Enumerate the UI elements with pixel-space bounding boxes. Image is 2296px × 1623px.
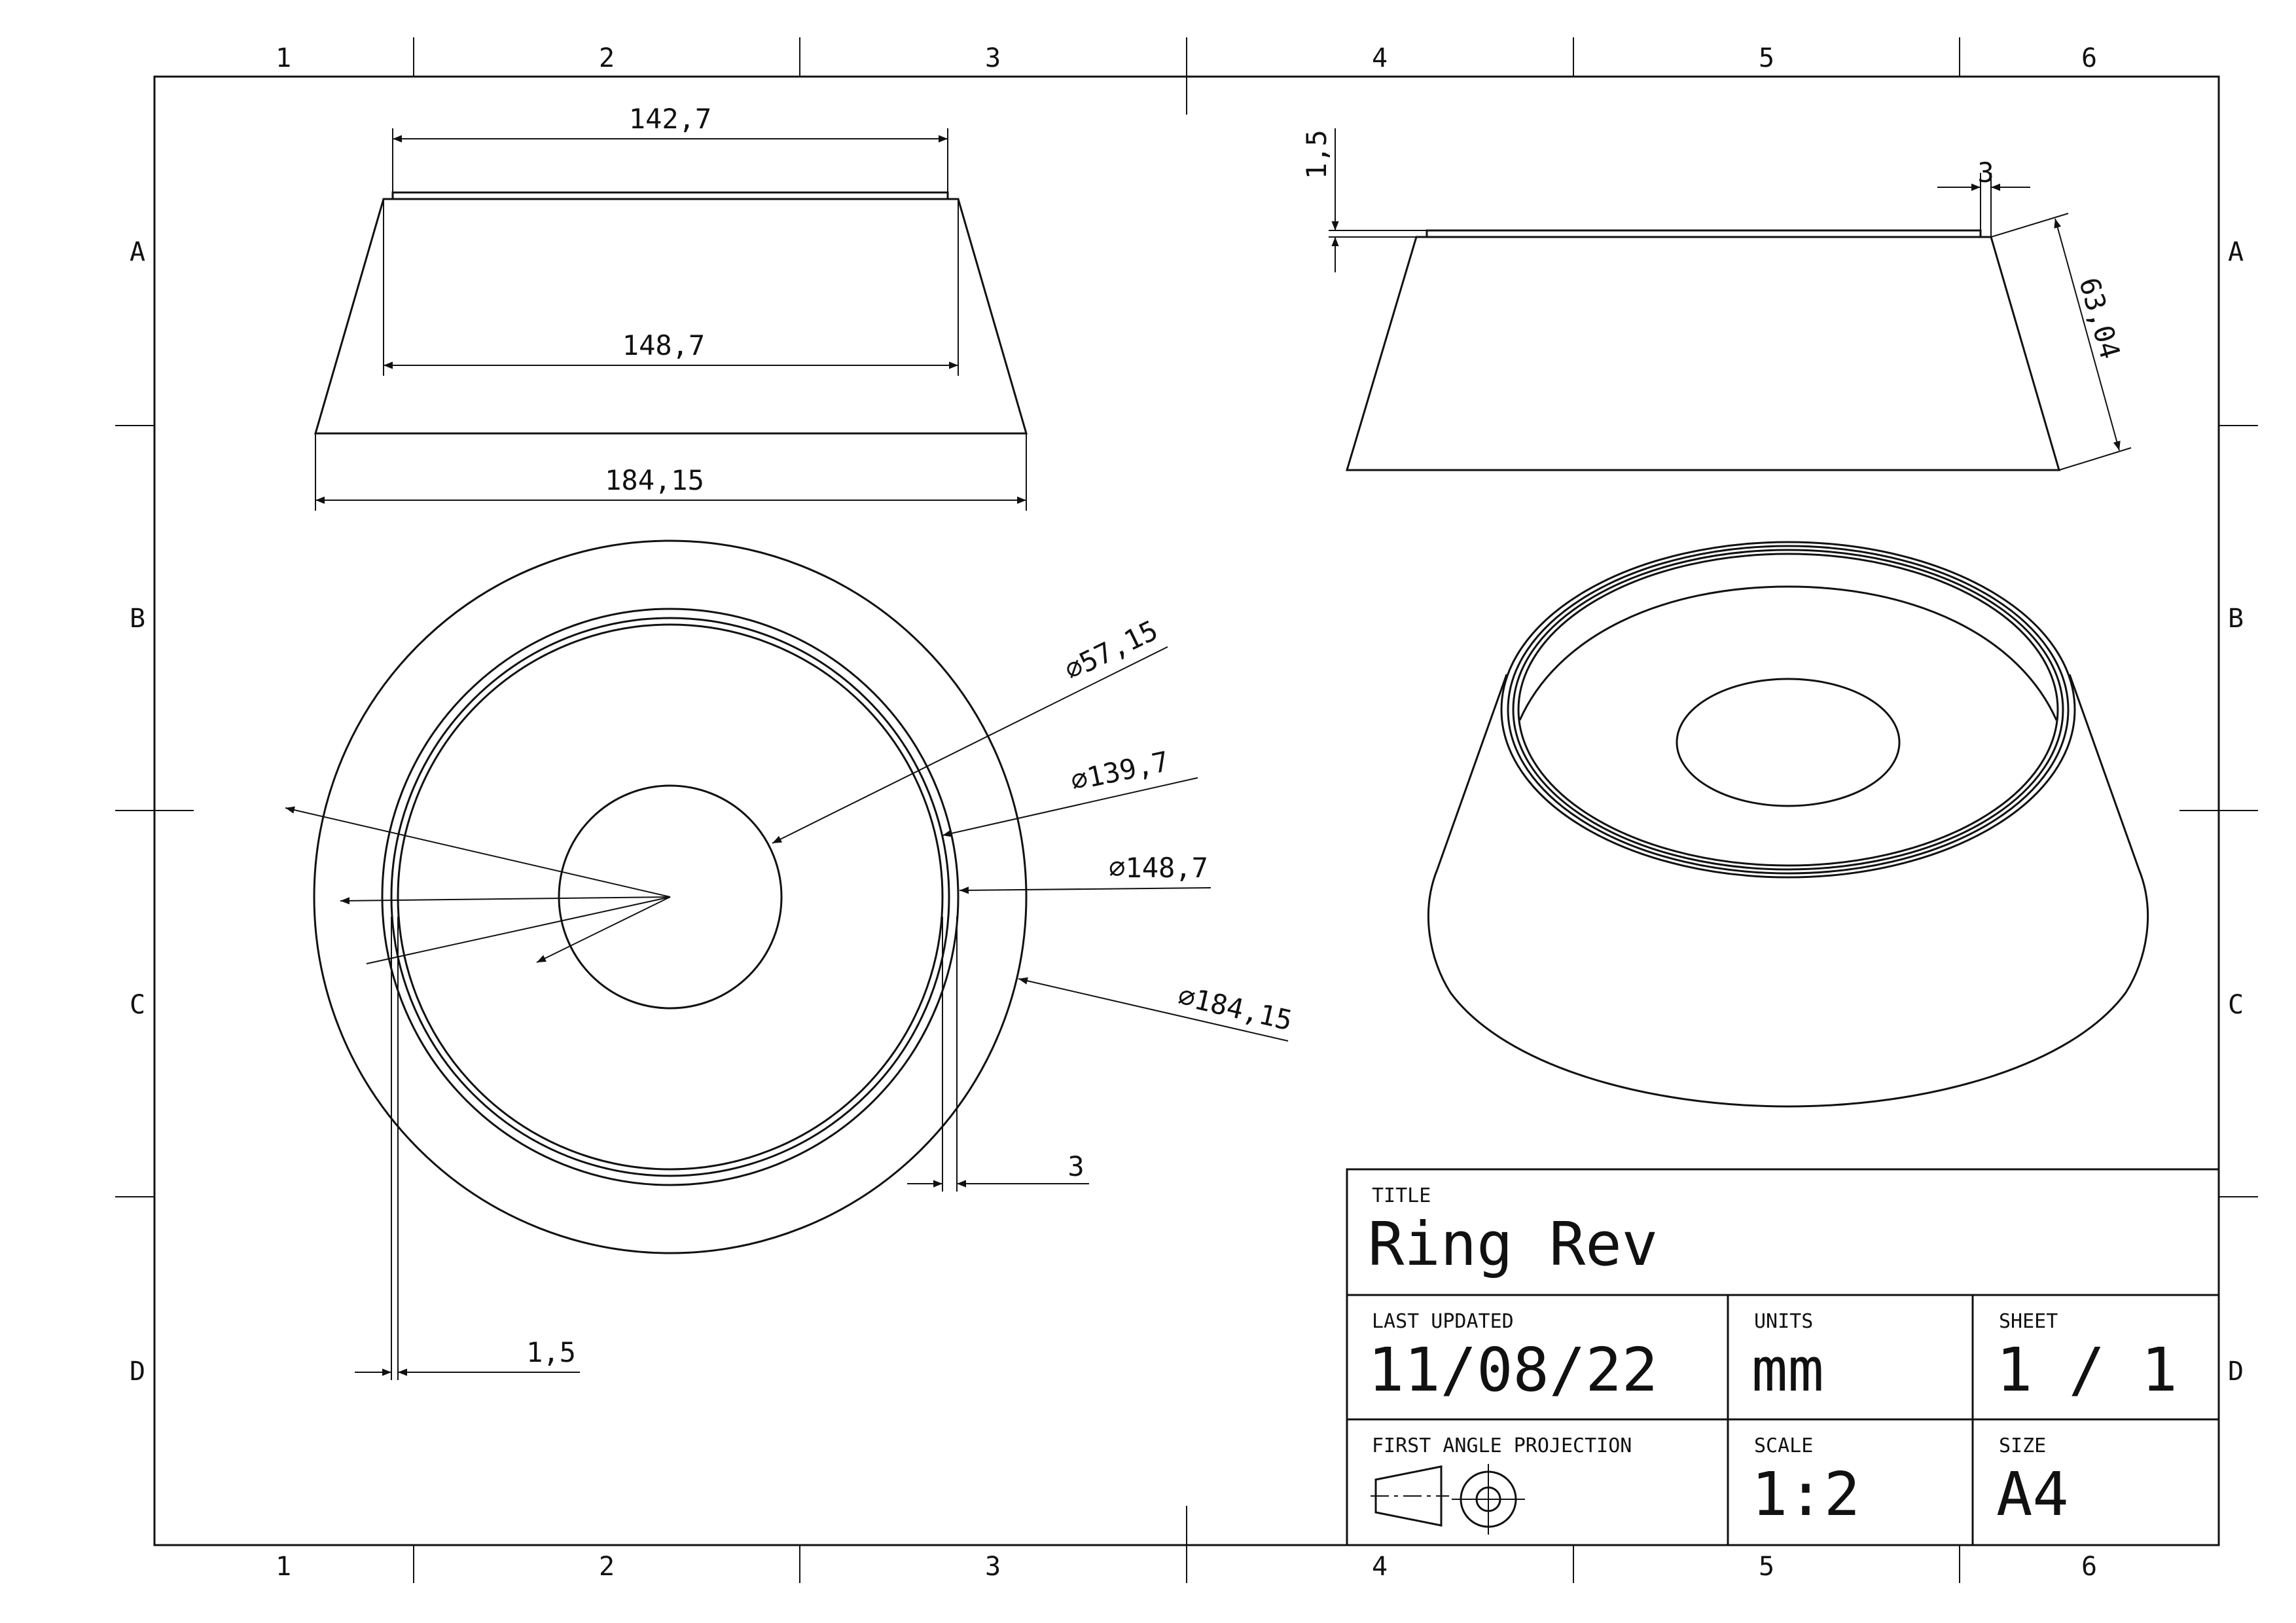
plan-view xyxy=(285,539,1289,1380)
title-block xyxy=(1346,1168,2220,1546)
scale-value: 1:2 xyxy=(1751,1459,1860,1529)
col-label-2-bottom: 2 xyxy=(599,1552,615,1582)
row-label-c-left: C xyxy=(130,990,145,1020)
row-label-b-right: B xyxy=(2228,604,2244,634)
row-label-a-left: A xyxy=(130,237,145,267)
sheet-caption: SHEET xyxy=(1999,1310,2058,1333)
dim-front-top-width: 142,7 xyxy=(629,103,711,135)
title-caption: TITLE xyxy=(1372,1184,1431,1207)
title-value: Ring Rev xyxy=(1368,1209,1658,1279)
dim-plan-lip: 1,5 xyxy=(526,1336,576,1368)
col-label-1-bottom: 1 xyxy=(276,1552,291,1582)
side-view xyxy=(1329,128,2132,471)
scale-caption: SCALE xyxy=(1754,1434,1813,1457)
col-label-4-top: 4 xyxy=(1372,43,1388,73)
col-label-3-top: 3 xyxy=(985,43,1001,73)
col-label-1-top: 1 xyxy=(276,43,291,73)
grid-labels: 1 2 3 4 5 6 1 2 3 4 5 6 A B C D A B C D xyxy=(130,43,2244,1582)
col-label-5-bottom: 5 xyxy=(1759,1552,1774,1582)
drawing-border xyxy=(115,37,2258,1583)
col-label-5-top: 5 xyxy=(1759,43,1774,73)
sheet-value: 1 / 1 xyxy=(1996,1335,2178,1405)
units-value: mm xyxy=(1751,1335,1824,1405)
row-label-d-right: D xyxy=(2228,1357,2244,1387)
col-label-6-bottom: 6 xyxy=(2081,1552,2097,1582)
col-label-3-bottom: 3 xyxy=(985,1552,1001,1582)
dim-front-base-width: 184,15 xyxy=(605,464,704,496)
row-label-c-right: C xyxy=(2228,990,2244,1020)
dim-side-lip-height: 1,5 xyxy=(1300,130,1333,179)
size-value: A4 xyxy=(1996,1459,2069,1529)
isometric-view xyxy=(1427,541,2149,1108)
dim-plan-wall: 3 xyxy=(1067,1150,1084,1182)
col-label-4-bottom: 4 xyxy=(1372,1552,1388,1582)
dim-plan-dia-148: ⌀148,7 xyxy=(1109,852,1208,884)
row-label-b-left: B xyxy=(130,604,145,634)
dim-side-slant-length: 63,04 xyxy=(2073,274,2126,362)
first-angle-projection-icon xyxy=(1371,1464,1525,1535)
col-label-2-top: 2 xyxy=(599,43,615,73)
front-view xyxy=(314,128,1028,511)
size-caption: SIZE xyxy=(1999,1434,2046,1457)
dim-plan-dia-139: ⌀139,7 xyxy=(1068,745,1172,797)
dim-front-inner-width: 148,7 xyxy=(622,329,705,361)
dim-side-lip-width: 3 xyxy=(1977,156,1994,189)
projection-caption: FIRST ANGLE PROJECTION xyxy=(1372,1434,1632,1457)
units-caption: UNITS xyxy=(1754,1310,1813,1333)
row-label-d-left: D xyxy=(130,1357,145,1387)
last-updated-value: 11/08/22 xyxy=(1368,1335,1658,1405)
last-updated-caption: LAST UPDATED xyxy=(1372,1310,1514,1333)
row-label-a-right: A xyxy=(2228,237,2244,267)
col-label-6-top: 6 xyxy=(2081,43,2097,73)
